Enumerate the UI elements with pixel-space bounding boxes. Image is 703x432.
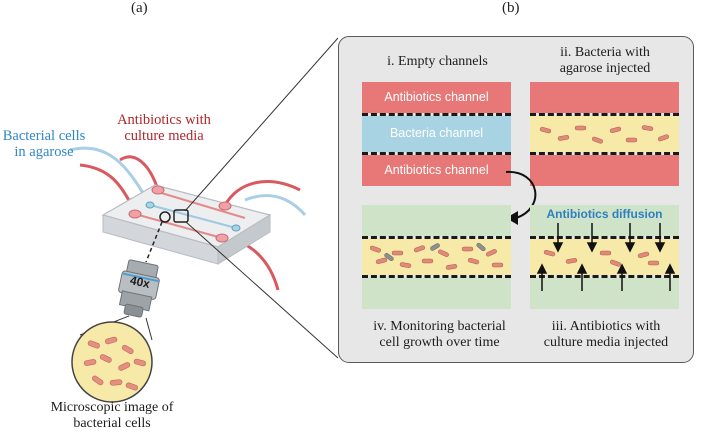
membrane-top — [362, 113, 511, 116]
step-iii-media-top — [530, 205, 679, 236]
bacteria-channel: Bacteria channel — [362, 116, 511, 152]
diffusion-label: Antibiotics diffusion — [546, 207, 663, 221]
step-ii-membrane-bottom — [530, 152, 679, 155]
step-iii-membrane-top — [530, 236, 679, 239]
step-ii-antibiotics-bottom — [530, 155, 679, 186]
step-ii-title-line1: ii. Bacteria with — [560, 45, 650, 60]
step-iv-diagram — [362, 205, 511, 309]
diffusion-arrows — [536, 223, 676, 291]
port-3 — [218, 201, 232, 211]
chip-illustration — [69, 37, 338, 403]
step-iii-title-line2: culture media injected — [543, 335, 669, 350]
zoom-line-bottom — [185, 221, 338, 359]
step-ii-membrane-top — [530, 113, 679, 116]
zoom-box — [173, 209, 189, 223]
step-iv-membrane-top — [362, 236, 511, 239]
bacteria-cluster — [83, 336, 147, 391]
bacterial-cells-label: Bacterial cells in agarose — [0, 128, 88, 160]
antibiotics-channel-top-label: Antibiotics channel — [384, 90, 489, 104]
bacteria-outlet-tube — [244, 194, 307, 216]
step-iv-media-bottom — [362, 278, 511, 309]
step-ii-title: ii. Bacteria with agarose injected — [530, 45, 680, 77]
port-bacteria-in — [145, 201, 155, 209]
step-i-diagram: Antibiotics channel Bacteria channel Ant… — [362, 82, 511, 186]
bacteria-channel-label: Bacteria channel — [389, 126, 484, 140]
transition-arrow — [505, 170, 537, 225]
antibiotics-channel-bottom: Antibiotics channel — [362, 155, 511, 186]
antibiotics-tube-3 — [223, 180, 301, 206]
antibiotics-label-line2: culture media — [124, 128, 204, 144]
antibiotics-channel-top: Antibiotics channel — [362, 82, 511, 113]
step-iv-title-line1: iv. Monitoring bacterial — [373, 319, 506, 334]
antibiotics-label-line1: Antibiotics with — [117, 112, 211, 128]
objective-lens — [118, 259, 160, 318]
step-ii-antibiotics-top — [530, 82, 679, 113]
step-iii-title: iii. Antibiotics with culture media inje… — [526, 319, 686, 351]
step-iv-title: iv. Monitoring bacterial cell growth ove… — [352, 319, 527, 351]
microscope-caption-line1: Microscopic image of — [50, 400, 174, 415]
step-ii-diagram — [530, 82, 679, 186]
step-iv-bacteria — [369, 242, 504, 270]
observation-circle — [159, 211, 171, 223]
step-i-title: i. Empty channels — [387, 54, 488, 69]
step-iv-membrane-bottom — [362, 275, 511, 278]
optical-path — [145, 221, 163, 263]
chip-channel-1 — [134, 213, 223, 239]
step-iii-media-bottom — [530, 278, 679, 309]
port-2 — [151, 185, 165, 195]
antibiotics-tube-2 — [119, 155, 160, 191]
port-4 — [215, 233, 229, 243]
port-bacteria-out — [231, 224, 241, 232]
bacterial-cells-label-line2: in agarose — [14, 144, 74, 160]
chip-channel-2 — [149, 204, 237, 229]
step-iv-title-line2: cell growth over time — [379, 335, 500, 350]
step-iii-membrane-bottom — [530, 275, 679, 278]
microscope-caption-line2: bacterial cells — [73, 416, 151, 431]
chip-channel-3 — [157, 191, 246, 219]
membrane-bottom — [362, 152, 511, 155]
panel-label-b: (b) — [502, 0, 520, 16]
chip-side-face-right — [217, 214, 271, 265]
zoom-line-top — [184, 37, 338, 212]
antibiotics-label: Antibiotics with culture media — [108, 112, 220, 144]
step-ii-bacteria — [539, 125, 670, 144]
step-iii-title-line1: iii. Antibiotics with — [551, 319, 661, 334]
antibiotics-channel-bottom-label: Antibiotics channel — [384, 163, 489, 177]
port-1 — [128, 209, 142, 219]
mag-line-right — [145, 317, 153, 341]
step-ii-agarose — [530, 116, 679, 152]
step-iii-diagram: Antibiotics diffusion — [530, 205, 679, 309]
step-ii-title-line2: agarose injected — [559, 61, 651, 76]
panel-label-a: (a) — [131, 0, 148, 16]
bacterial-cells-label-line1: Bacterial cells — [2, 128, 86, 144]
step-iv-media-top — [362, 205, 511, 236]
microscope-caption: Microscopic image of bacterial cells — [32, 400, 192, 432]
